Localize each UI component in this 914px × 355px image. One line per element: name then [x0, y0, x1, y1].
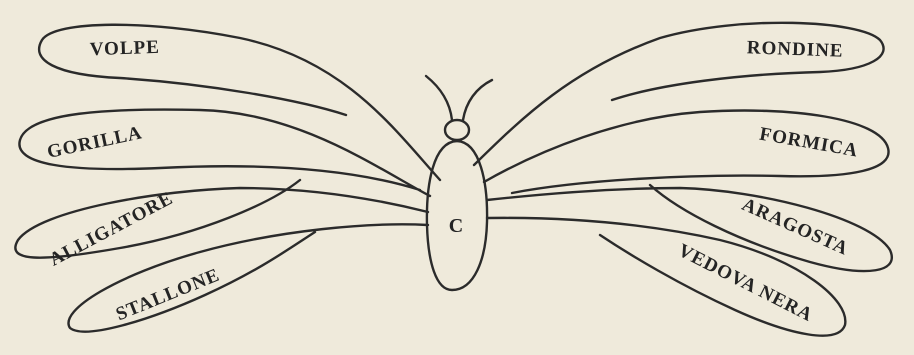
wing-label-vedova-nera: VEDOVA NERA	[675, 240, 817, 326]
butterfly-head	[445, 120, 469, 140]
right-antenna	[463, 80, 492, 120]
wing-label-alligatore: ALLIGATORE	[46, 188, 177, 271]
left-antenna	[426, 76, 452, 120]
wing-label-formica: FORMICA	[758, 124, 860, 162]
wing-label-gorilla: GORILLA	[45, 122, 144, 163]
wing-label-volpe: VOLPE	[89, 37, 160, 60]
wing-label-rondine: RONDINE	[746, 37, 843, 61]
center-label: C	[449, 215, 463, 237]
